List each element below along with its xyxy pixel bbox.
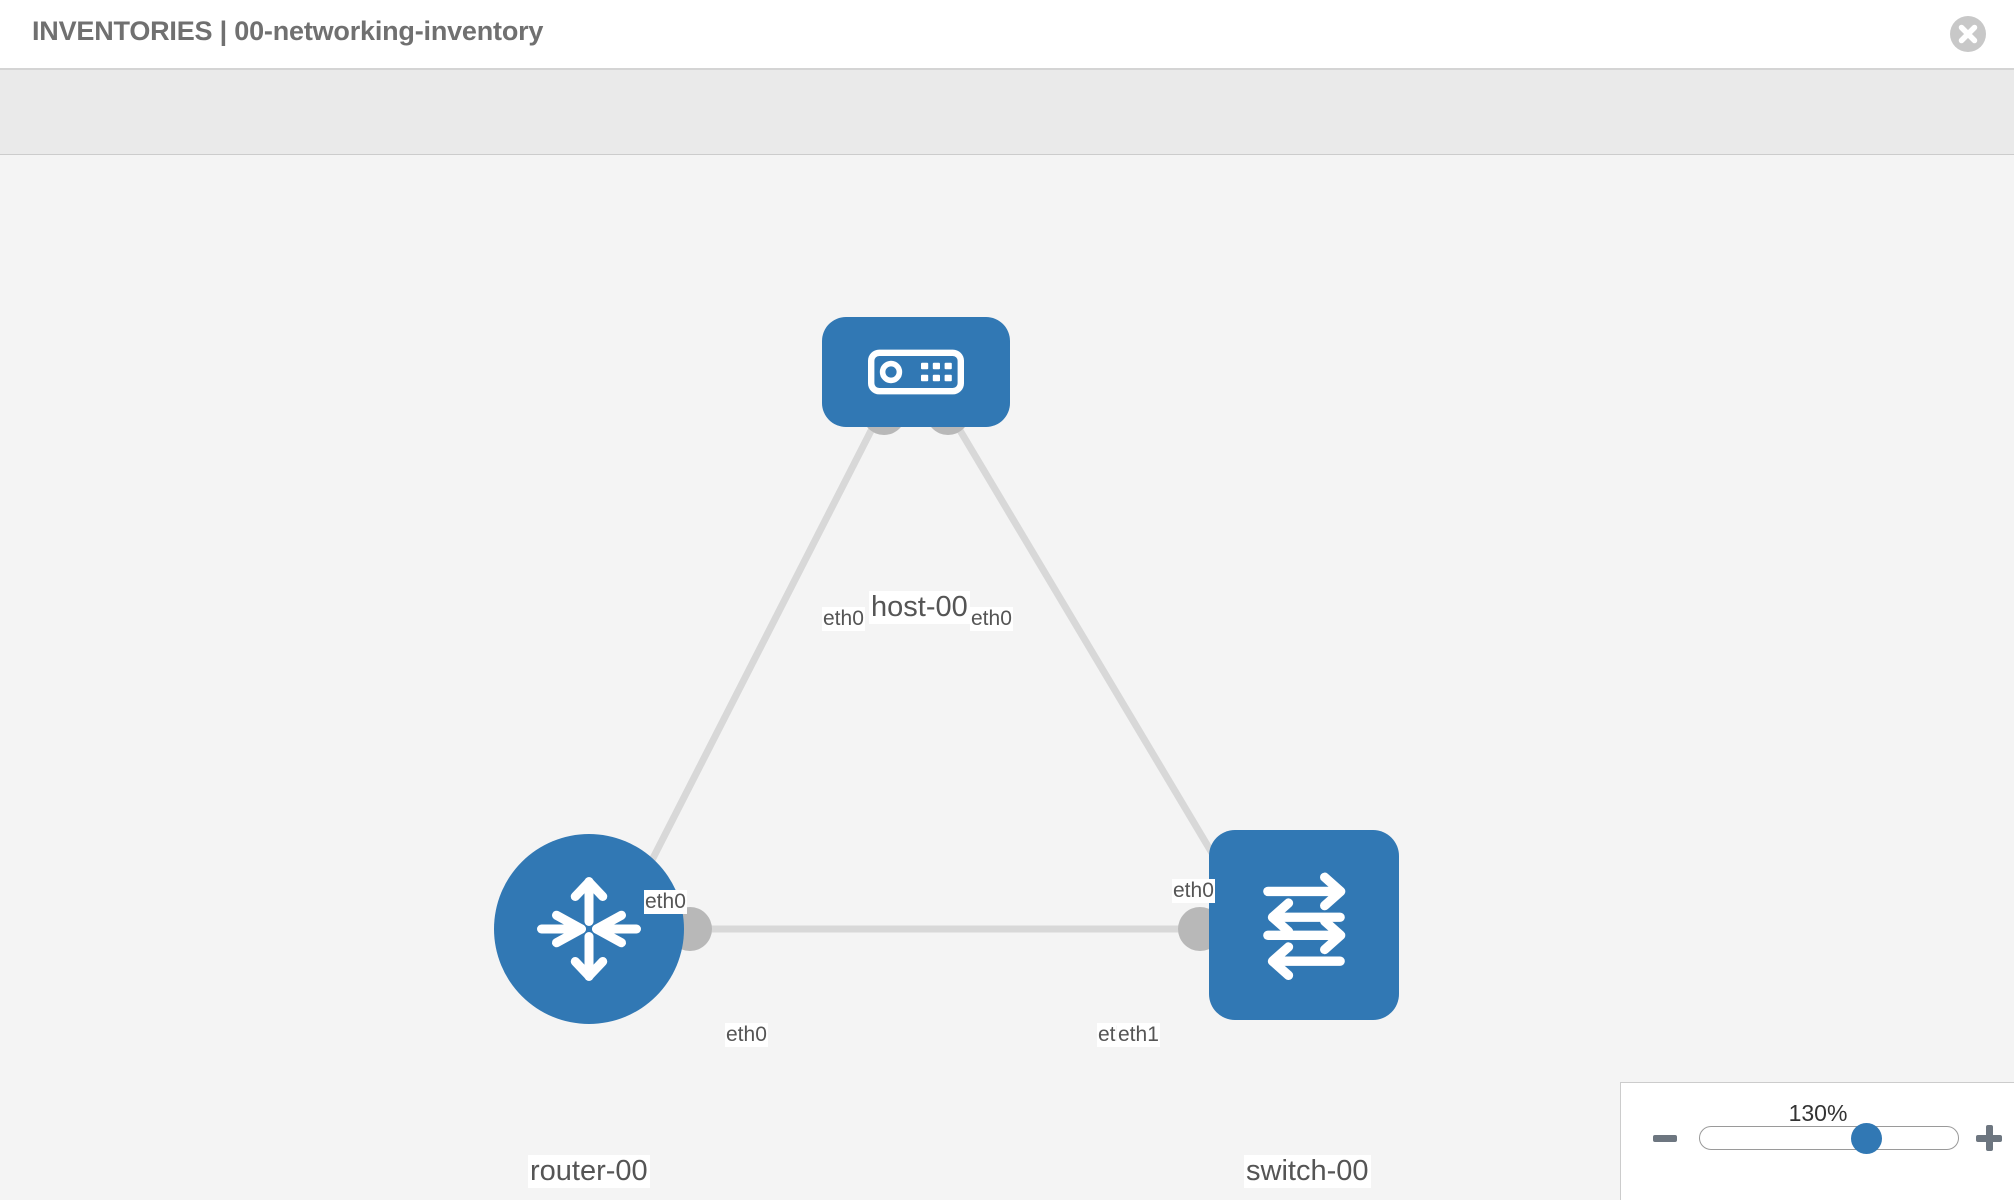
link-connectors <box>606 391 1257 951</box>
zoom-slider-thumb[interactable] <box>1851 1123 1882 1154</box>
node-label-host-00: host-00 <box>869 591 970 624</box>
router-icon <box>537 877 641 981</box>
toolbar: ACTIONS SEARCH <box>0 70 2014 205</box>
node-host-00[interactable] <box>822 317 1010 427</box>
page-title: INVENTORIES | 00-networking-inventory <box>32 16 544 46</box>
link-edges <box>620 415 1244 933</box>
iface-label-router-up: eth0 <box>644 890 687 914</box>
node-router-00[interactable] <box>494 834 684 1024</box>
node-switch-00[interactable] <box>1209 830 1399 1020</box>
window-header: INVENTORIES | 00-networking-inventory <box>0 0 2014 70</box>
link-host-switch[interactable] <box>948 415 1244 902</box>
iface-label-switch-up: eth0 <box>1172 879 1215 903</box>
close-circle-icon <box>1950 16 1986 52</box>
zoom-slider[interactable] <box>1699 1123 1959 1154</box>
iface-label-host-right: eth0 <box>970 607 1013 631</box>
switch-icon <box>1263 872 1346 981</box>
iface-label-host-left: eth0 <box>822 607 865 631</box>
iface-label-switch-left-b: eth1 <box>1117 1023 1160 1047</box>
iface-label-router-right: eth0 <box>725 1023 768 1047</box>
topology-links <box>606 391 1257 951</box>
node-label-router-00: router-00 <box>528 1155 650 1188</box>
node-label-switch-00: switch-00 <box>1244 1155 1371 1188</box>
zoom-out-button[interactable] <box>1653 1135 1677 1142</box>
zoom-percent-label: 130% <box>1788 1100 1848 1126</box>
close-button[interactable] <box>1948 14 1988 54</box>
topology-canvas[interactable]: host-00 eth0 eth0 router-00 eth0 eth0 sw… <box>0 155 2014 1200</box>
zoom-control-panel: 130% <box>1620 1082 2014 1200</box>
zoom-in-button[interactable] <box>1976 1125 2002 1151</box>
link-host-router[interactable] <box>620 415 882 917</box>
server-icon <box>868 349 964 395</box>
